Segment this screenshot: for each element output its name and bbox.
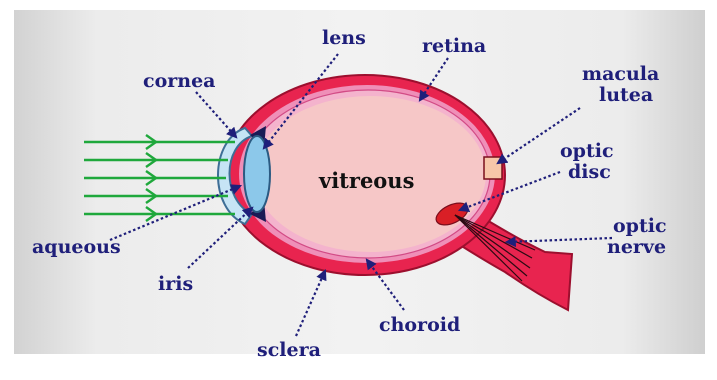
label-macula-lutea-line2: lutea bbox=[599, 84, 653, 106]
label-optic-nerve-line1: optic bbox=[613, 215, 667, 237]
label-iris: iris bbox=[158, 273, 193, 295]
lens-shape bbox=[244, 136, 270, 212]
label-vitreous: vitreous bbox=[318, 168, 414, 193]
label-choroid: choroid bbox=[379, 314, 460, 336]
label-sclera: sclera bbox=[257, 339, 321, 361]
label-optic-disc-line1: optic bbox=[560, 140, 614, 162]
label-optic-disc-line2: disc bbox=[568, 161, 611, 183]
label-macula-lutea-line1: macula bbox=[582, 63, 659, 85]
label-aqueous: aqueous bbox=[32, 236, 121, 258]
label-lens: lens bbox=[322, 27, 366, 49]
label-optic-nerve-line2: nerve bbox=[607, 236, 666, 258]
macula-lutea-box bbox=[484, 157, 502, 179]
label-cornea: cornea bbox=[143, 70, 215, 92]
label-retina: retina bbox=[422, 35, 486, 57]
